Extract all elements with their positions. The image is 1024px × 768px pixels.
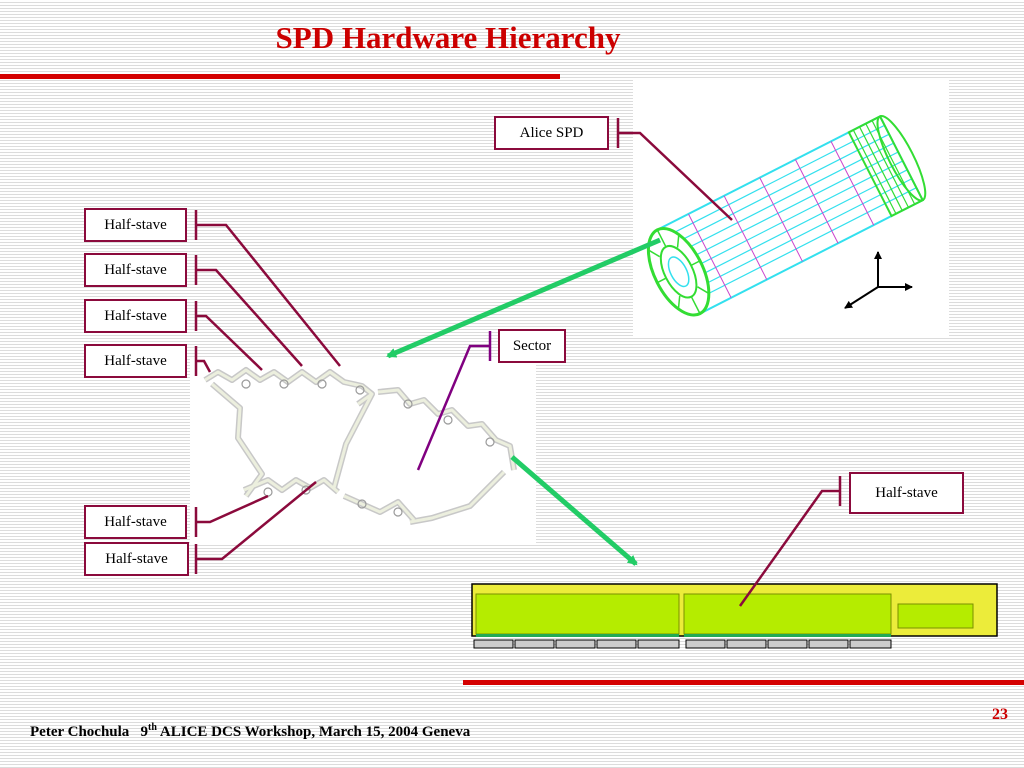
leader-lines xyxy=(194,118,842,607)
alice-spd-label: Alice SPD xyxy=(494,116,609,150)
alice-spd-barrel-image xyxy=(633,80,949,338)
footer-top-bar xyxy=(463,680,1024,685)
footer-event: ALICE DCS Workshop, March 15, 2004 Genev… xyxy=(159,724,471,740)
half-stave-label: Half-stave xyxy=(84,299,187,333)
axis-triad-icon xyxy=(844,251,913,309)
slide-title: SPD Hardware Hierarchy xyxy=(275,20,621,55)
footer-edition-number: 9 xyxy=(140,724,149,740)
footer-text: Peter Chochula 9th ALICE DCS Workshop, M… xyxy=(30,722,470,741)
half-stave-label: Half-stave xyxy=(84,344,187,378)
page-number: 23 xyxy=(992,706,1008,723)
sector-cross-section-image xyxy=(190,358,536,544)
half-stave-label: Half-stave xyxy=(84,253,187,287)
half-stave-label: Half-stave xyxy=(84,505,187,539)
sector-to-stave-arrow xyxy=(510,455,638,566)
footer-edition-suffix: th xyxy=(148,722,157,733)
barrel-to-sector-arrow xyxy=(386,237,661,359)
footer-author: Peter Chochula xyxy=(30,724,130,740)
half-stave-label: Half-stave xyxy=(84,208,187,242)
half-stave-label: Half-stave xyxy=(84,542,189,576)
sector-label: Sector xyxy=(498,329,566,363)
half-stave-label: Half-stave xyxy=(849,472,964,514)
title-underline-bar xyxy=(0,74,560,79)
half-stave-module-image xyxy=(471,583,998,649)
